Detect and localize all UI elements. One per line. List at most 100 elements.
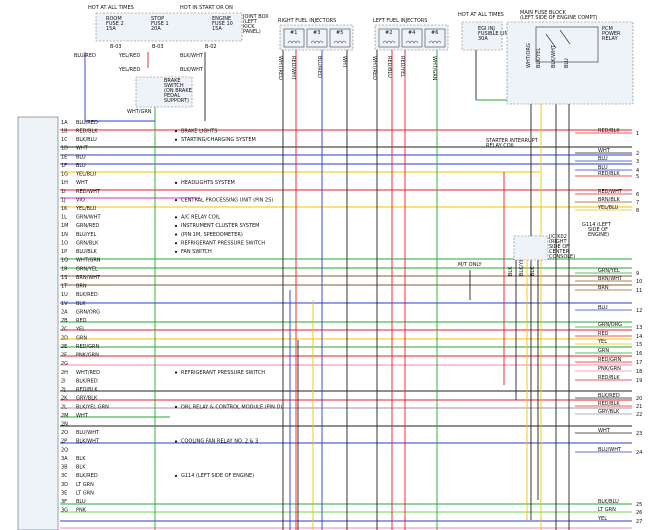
pin-wire-color: BLK/BLU [76,137,97,143]
right-injector-wire-label: WHT/RED [277,56,283,80]
pin-id: 1A [61,120,68,126]
pin-wire-color: GRN/WHT [76,215,101,221]
terminal-wire-color: BLU [598,165,608,171]
terminal-number: 11 [636,288,642,294]
pin-wire-color: WHT [76,146,89,152]
pin-row-2n: 2N [61,422,68,428]
terminal-number: 7 [636,200,639,206]
pin-wire-color: RED [76,318,87,324]
pin-id: 2A [61,309,68,315]
terminal-number: 6 [636,192,639,198]
pin-id: 1P [61,249,67,255]
injector-cyl-6: #6 [424,28,446,48]
note-arrow [174,474,178,478]
pin-id: 1V [61,301,68,307]
pin-destination: A/C RELAY COIL [181,215,220,221]
terminal-wire-color: BRN/WHT [598,276,623,282]
fuse-conn-b02: B-02 [205,44,217,50]
pin-id: 3B [61,465,68,471]
pin-id: 1Q [61,258,68,264]
pin-id: 2Q [61,447,68,453]
pin-id: 3F [61,499,67,505]
right-injectors-title: RIGHT FUEL INJECTORS [278,18,336,24]
pin-id: 1G [61,172,68,178]
pin-wire-color: GRN/YEL [76,266,98,272]
injector-coil-icon [310,40,324,44]
injector-cell [329,28,351,48]
pin-wire-color: GRN/BLK [76,240,99,246]
pin-wire-color: WHT/GRN [76,258,101,264]
right-injector-wire-label: RED/WHT [290,56,296,81]
pcm-connector-block [17,116,59,530]
brake-wire-label: WHT/GRN [127,109,152,115]
injector-coil-icon [333,40,347,44]
relay-wire-label: BLU [564,58,570,68]
note-arrow [174,130,178,133]
pin-wire-color: YEL/BLU [75,206,97,212]
terminal-wire-color: YEL [597,339,607,345]
jc-wire-label: BLK [508,266,514,276]
pin-row-1a: 1A BLU/RED [61,120,98,126]
pcm-relay-box [535,26,599,63]
pin-id: 1I [61,189,66,195]
pin-destination: HEADLIGHTS SYSTEM [181,180,235,186]
injector-cell [283,28,305,48]
pin-id: 1F [61,163,67,169]
mt-only-label: M/T ONLY [458,262,482,268]
left-injector-wire-label: WHT/GRN [431,56,437,81]
main-fuse-block-outline [506,21,634,105]
pin-id: 2D [61,335,68,341]
terminal-wire-color: RED/BLK [598,401,620,407]
pin-id: 1N [61,232,68,238]
pin-wire-color: BLK [76,301,86,307]
brake-switch-outline [135,76,193,108]
terminal-wire-color: BRN [598,285,609,291]
pin-id: 3D [61,482,68,488]
terminal-number: 22 [636,412,642,418]
terminal-number: 26 [636,510,642,516]
injector-cyl-5: #5 [329,28,351,48]
pin-id: 2N [61,422,68,428]
pin-id: 1R [61,266,68,272]
terminal-number: 8 [636,208,639,214]
note-arrow [174,216,178,219]
note-arrow [174,138,178,141]
terminal-wire-color: RED/WHT [598,189,623,195]
fuse-conn-b03-a: B-03 [110,44,122,50]
injector-number: #5 [336,30,343,36]
left-injector-wire-label: RED/YEL [399,56,405,77]
injector-coil-icon [428,40,442,44]
note-arrow [174,371,178,374]
main-fuse-block-label: MAIN FUSE BLOCK(LEFT SIDE OF ENGINE COMP… [520,10,598,21]
pin-wire-color: BLK/RED [76,292,98,298]
pin-id: 2O [61,430,68,436]
terminal-wire-color: RED/BLK [598,128,620,134]
terminal-11: 11 BRN [598,285,642,294]
pin-wire-color: BLU/RED [76,120,98,126]
fuse-wire-yel-red: YEL/RED [118,53,140,59]
terminal-wire-color: LT GRN [598,507,616,513]
pin-id: 2B [61,318,68,324]
terminal-number: 9 [636,271,639,277]
